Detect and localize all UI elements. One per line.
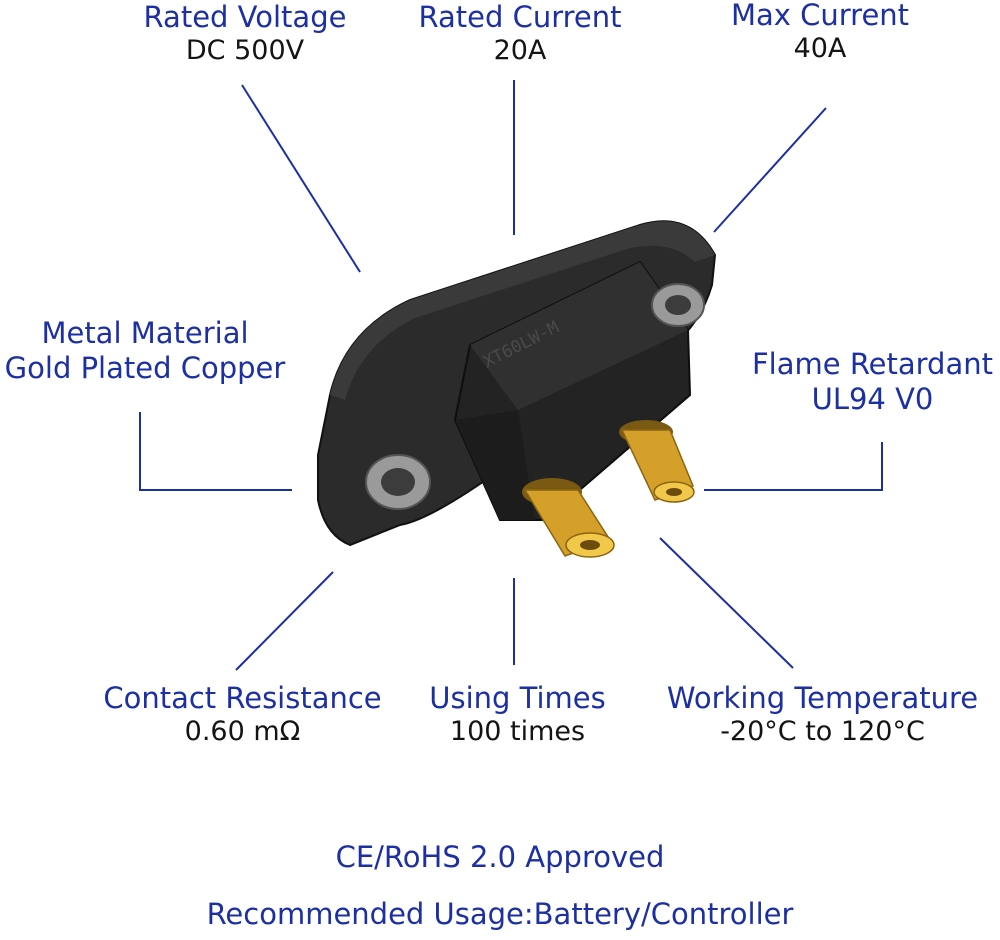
- spec-rated-current: Rated Current 20A: [405, 0, 635, 67]
- leader-line-contact-resistance: [235, 571, 334, 671]
- spec-label: Max Current: [730, 0, 910, 32]
- spec-contact-resistance: Contact Resistance 0.60 mΩ: [95, 681, 390, 748]
- spec-flame-retardant: Flame Retardant UL94 V0: [745, 347, 1000, 417]
- leader-line-max-current: [713, 107, 827, 233]
- spec-using-times: Using Times 100 times: [420, 681, 615, 748]
- spec-metal-material: Metal Material Gold Plated Copper: [0, 316, 290, 386]
- spec-label: Metal Material: [41, 316, 249, 350]
- spec-rated-voltage: Rated Voltage DC 500V: [135, 0, 355, 67]
- spec-value: 100 times: [449, 715, 586, 747]
- spec-label: Contact Resistance: [103, 681, 382, 715]
- spec-label: Flame Retardant: [752, 347, 993, 381]
- spec-value: Gold Plated Copper: [4, 350, 286, 385]
- connector-body-front: [455, 410, 535, 520]
- gold-pin-right: [619, 420, 695, 503]
- leader-line-rated-voltage: [241, 84, 361, 273]
- leader-line-flame-retardant: [704, 442, 883, 491]
- spec-label: Using Times: [429, 681, 606, 715]
- gold-pin-left: [522, 478, 615, 558]
- certification-text: CE/RoHS 2.0 Approved: [335, 840, 665, 874]
- spec-value: 20A: [493, 34, 547, 66]
- spec-value: UL94 V0: [811, 381, 934, 416]
- spec-value: 40A: [793, 32, 847, 64]
- spec-value: -20°C to 120°C: [720, 715, 925, 747]
- spec-value: DC 500V: [185, 34, 305, 66]
- connector-flange-top: [330, 221, 715, 400]
- recommended-usage-text: Recommended Usage:Battery/Controller: [206, 897, 794, 931]
- spec-working-temperature: Working Temperature -20°C to 120°C: [650, 681, 995, 748]
- leader-line-working-temperature: [659, 537, 794, 669]
- spec-label: Working Temperature: [666, 681, 979, 715]
- spec-label: Rated Current: [418, 0, 622, 34]
- mounting-hole-left: [365, 454, 431, 510]
- mounting-hole-right: [651, 283, 705, 327]
- spec-max-current: Max Current 40A: [715, 0, 925, 65]
- leader-line-metal-material: [139, 412, 292, 491]
- connector-image: XT60LW-M: [317, 220, 717, 558]
- connector-body-top: [470, 262, 688, 410]
- leader-lines: [139, 80, 883, 671]
- spec-value: 0.60 mΩ: [184, 715, 301, 747]
- spec-label: Rated Voltage: [143, 0, 347, 34]
